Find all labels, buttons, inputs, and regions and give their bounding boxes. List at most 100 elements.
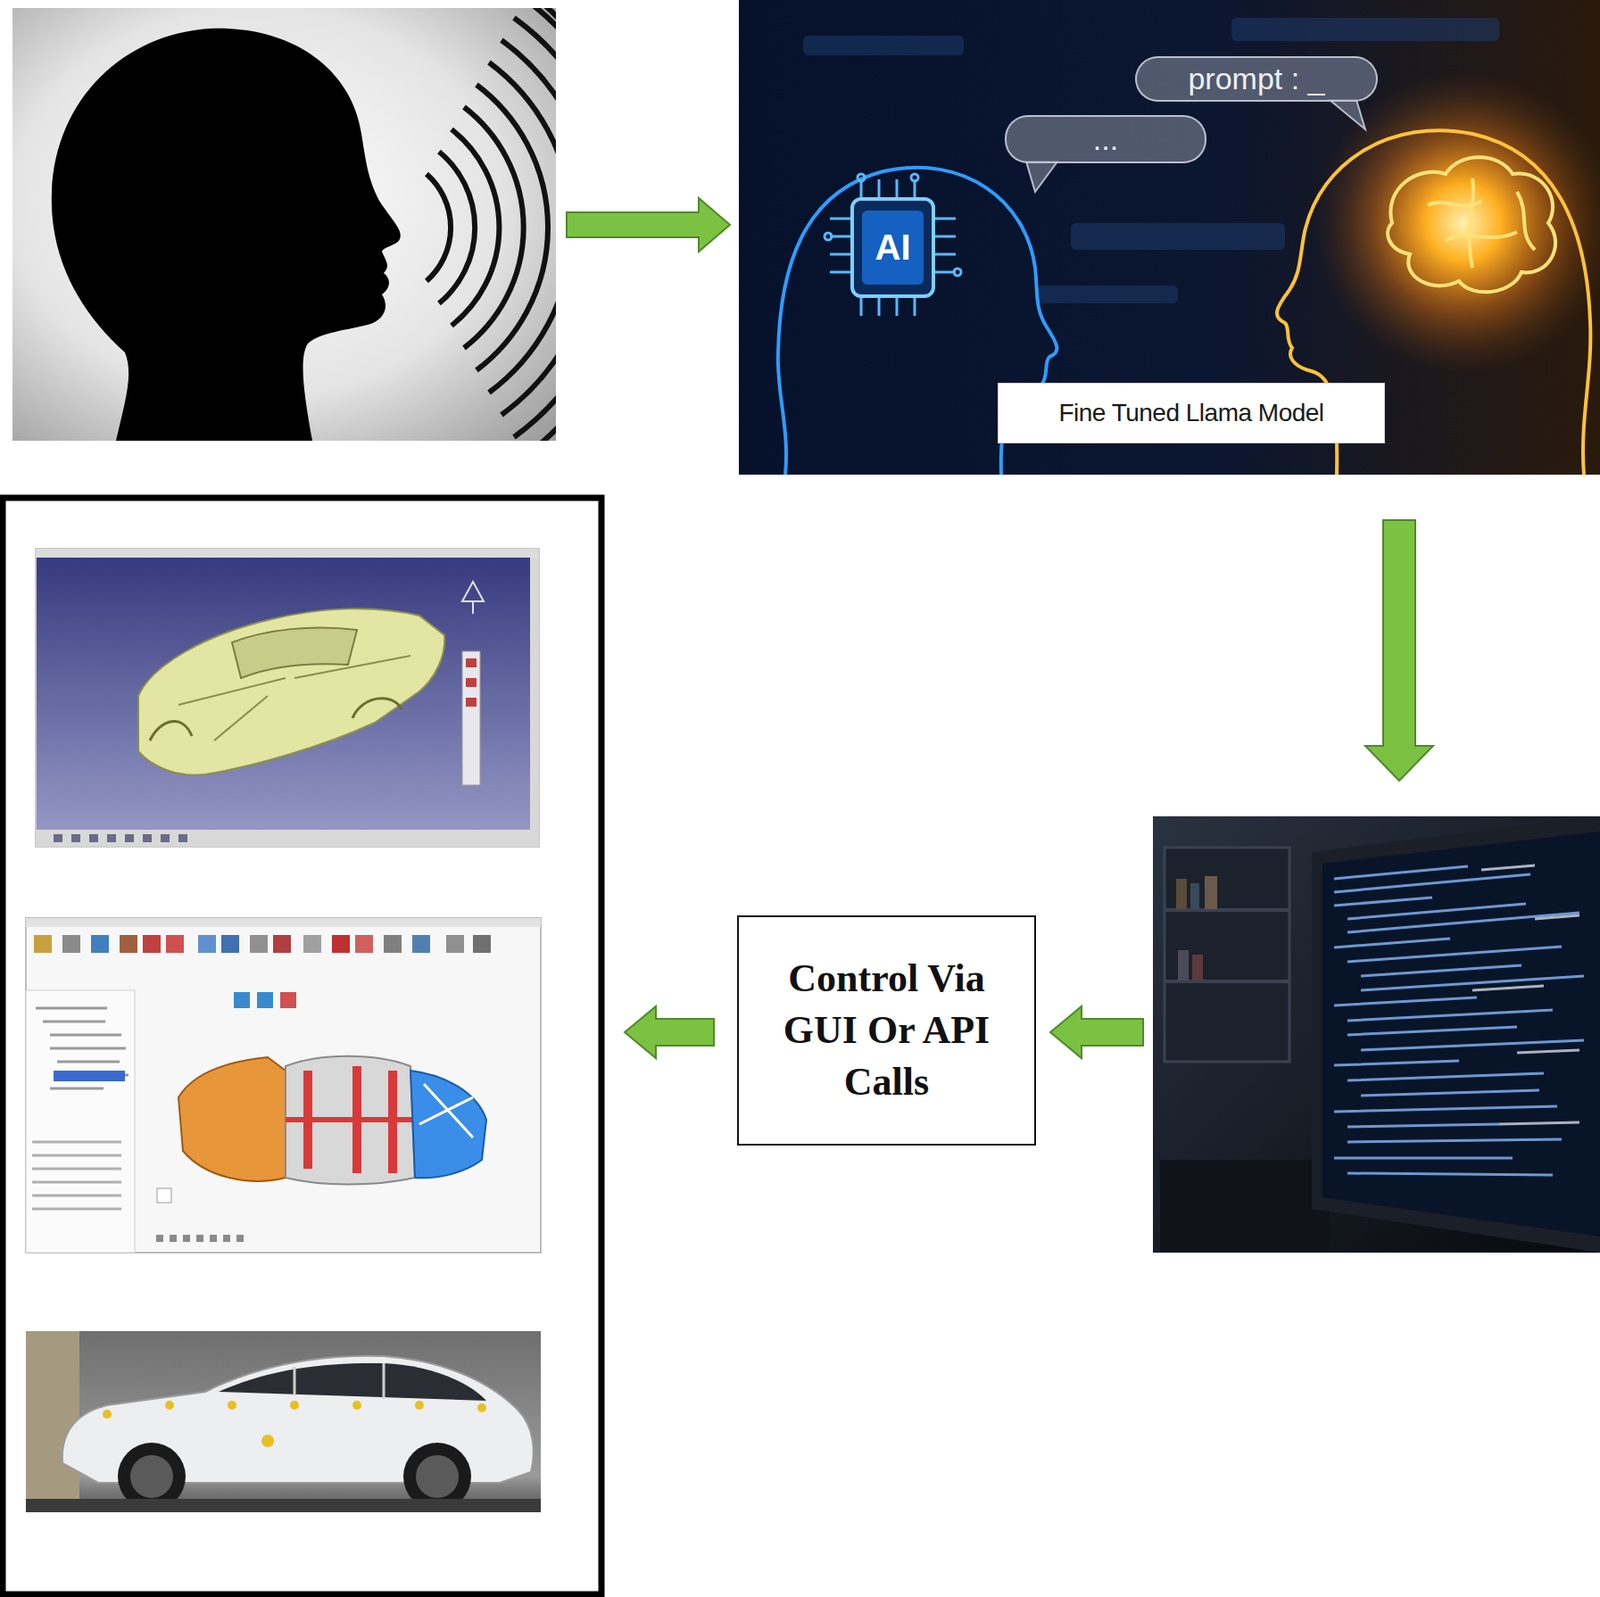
cad-screenshot-part bbox=[462, 651, 481, 786]
cad-screenshot-part-part bbox=[107, 834, 117, 843]
crash-test-photo-part-part bbox=[165, 1401, 175, 1410]
pre-processor-screenshot-part-part bbox=[249, 935, 268, 954]
speaker-illustration-part-part-part bbox=[501, 40, 556, 415]
speaker-illustration-part-part-part bbox=[439, 151, 475, 304]
pre-processor-screenshot-part-part bbox=[221, 935, 240, 954]
cad-screenshot-part-part bbox=[178, 834, 188, 843]
speaker-illustration-part-part-part bbox=[464, 107, 524, 349]
speaker-illustration bbox=[12, 0, 647, 473]
ai-illustration-part bbox=[862, 210, 924, 285]
pre-processor-screenshot-part-part bbox=[209, 1235, 217, 1243]
control-box: Control Via GUI Or API Calls bbox=[737, 915, 1037, 1146]
pre-processor-screenshot-part bbox=[157, 1188, 172, 1203]
code-monitor-illustration-part bbox=[1160, 1160, 1330, 1253]
crash-test-photo-part bbox=[25, 1331, 541, 1513]
pre-processor-screenshot-part-part bbox=[169, 1235, 177, 1243]
ai-illustration-part bbox=[1026, 161, 1058, 192]
ai-illustration-part bbox=[1387, 157, 1556, 292]
pre-processor-screenshot-part bbox=[285, 1056, 415, 1186]
speaker-illustration-part bbox=[51, 8, 556, 441]
crash-test-photo-part bbox=[294, 1363, 384, 1400]
speaker-illustration-part-part bbox=[51, 28, 401, 441]
pre-processor-screenshot-part-part bbox=[383, 935, 402, 954]
pre-processor-screenshot-part bbox=[53, 1070, 125, 1082]
pre-processor-screenshot-part bbox=[178, 1057, 286, 1182]
code-monitor-illustration-part bbox=[1322, 831, 1600, 1237]
node-text: Control Via GUI Or API Calls bbox=[758, 953, 1015, 1109]
flow-arrows-part bbox=[1050, 1006, 1144, 1059]
crash-test-photo-part bbox=[130, 1455, 174, 1499]
cad-screenshot-part-part bbox=[142, 834, 152, 843]
speaker-illustration-part-part-part bbox=[526, 8, 556, 441]
code-monitor-illustration-part-part bbox=[1334, 866, 1584, 1176]
cad-screenshot-part bbox=[462, 581, 484, 614]
cad-screenshot-part-part bbox=[465, 658, 477, 668]
node-text: prompt : _ bbox=[1187, 61, 1325, 97]
ai-illustration-part bbox=[852, 198, 934, 297]
cad-screenshot-part bbox=[53, 834, 188, 843]
ai-illustration bbox=[738, 0, 1600, 475]
crash-test-photo-part bbox=[25, 1499, 541, 1513]
code-monitor-illustration-part bbox=[1176, 878, 1187, 910]
pre-processor-screenshot-part-part bbox=[331, 935, 350, 954]
speaker-illustration-part bbox=[12, 8, 556, 441]
reply-bubble: ... bbox=[1004, 115, 1207, 164]
cad-screenshot-part bbox=[465, 658, 477, 707]
ai-illustration-part bbox=[738, 0, 1600, 475]
crash-test-photo-part-part bbox=[352, 1401, 362, 1410]
pre-processor-screenshot-part bbox=[25, 918, 541, 928]
pre-processor-screenshot-part-part bbox=[33, 935, 52, 954]
cad-screenshot-part-part bbox=[124, 834, 134, 843]
flow-arrows-part bbox=[566, 198, 730, 252]
pre-processor-screenshot-part-part bbox=[280, 992, 297, 1009]
pre-processor-screenshot-part bbox=[25, 990, 135, 1253]
code-monitor-illustration-part bbox=[1177, 950, 1189, 981]
cad-screenshot-part bbox=[530, 557, 539, 847]
speaker-illustration-part-part-part bbox=[426, 174, 451, 282]
prompt-bubble: prompt : _ bbox=[1135, 56, 1378, 102]
cad-screenshot-part bbox=[35, 548, 539, 847]
flow-arrows-part bbox=[624, 1006, 714, 1059]
pre-processor-screenshot-part-part bbox=[472, 935, 491, 954]
crash-test-photo-part-part bbox=[102, 1409, 112, 1419]
cad-screenshot-part-part bbox=[465, 697, 477, 707]
ai-illustration-part-part bbox=[1231, 17, 1500, 42]
ai-illustration-part-part bbox=[1035, 285, 1178, 304]
crash-test-photo-part-part bbox=[477, 1403, 487, 1413]
crash-test-photo-part-part bbox=[261, 1434, 274, 1448]
code-monitor-illustration-part bbox=[1164, 910, 1290, 982]
code-monitor-illustration-part bbox=[1204, 876, 1218, 910]
ai-illustration-part-part bbox=[829, 179, 956, 316]
ai-illustration-part-part bbox=[803, 35, 964, 56]
cad-screenshot-part-part bbox=[53, 834, 63, 843]
pre-processor-screenshot-part-part bbox=[446, 935, 465, 954]
crash-test-photo-part bbox=[415, 1455, 459, 1499]
code-monitor-illustration-part-part bbox=[1472, 865, 1580, 1125]
pre-processor-screenshot-part bbox=[35, 1008, 129, 1089]
ai-illustration-part bbox=[1311, 71, 1600, 375]
pre-processor-screenshot-part-part bbox=[198, 935, 216, 954]
ai-illustration-part bbox=[824, 174, 962, 316]
node-text: ... bbox=[1093, 122, 1119, 158]
crash-test-photo-part bbox=[25, 1331, 80, 1513]
pre-processor-screenshot-part-part bbox=[62, 935, 81, 954]
speaker-illustration-part-part-part bbox=[513, 17, 556, 438]
pre-processor-screenshot-part bbox=[285, 1117, 415, 1123]
pre-processor-screenshot-part bbox=[25, 918, 541, 1253]
cad-screenshot-part-part bbox=[71, 834, 81, 843]
ai-illustration-part-part bbox=[953, 268, 962, 276]
ai-illustration-part-part bbox=[857, 174, 865, 182]
code-monitor-illustration-part bbox=[1472, 865, 1580, 1125]
pre-processor-screenshot bbox=[25, 918, 541, 1253]
crash-test-photo-part-part bbox=[414, 1401, 424, 1410]
node-text: Fine Tuned Llama Model bbox=[1058, 398, 1324, 428]
pre-processor-screenshot-part-part bbox=[156, 1235, 164, 1243]
pre-processor-screenshot-part-part bbox=[91, 935, 109, 954]
chip-label: AI bbox=[852, 198, 934, 297]
pre-processor-screenshot-part bbox=[410, 1070, 487, 1178]
pre-processor-screenshot-part-part bbox=[142, 935, 161, 954]
cad-screenshot-part bbox=[35, 829, 539, 847]
pre-processor-screenshot-part bbox=[32, 1142, 122, 1210]
crash-test-photo-part bbox=[218, 1363, 487, 1402]
